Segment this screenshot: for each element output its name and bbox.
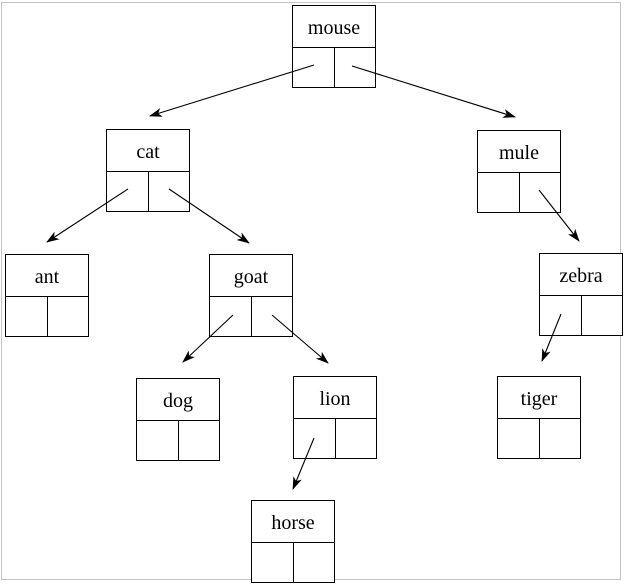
node-pointer-cells — [498, 419, 580, 458]
right-pointer-cell — [294, 543, 335, 582]
node-label: ant — [6, 255, 88, 297]
tree-node-goat: goat — [209, 254, 293, 337]
node-label: goat — [210, 255, 292, 297]
left-pointer-cell — [107, 172, 149, 211]
left-pointer-cell — [293, 48, 335, 87]
node-label: mule — [478, 131, 560, 173]
edge-mouse-right-to-mule — [351, 65, 516, 118]
tree-node-cat: cat — [106, 129, 190, 212]
left-pointer-cell — [478, 173, 520, 212]
node-label: zebra — [540, 254, 622, 296]
left-pointer-cell — [540, 296, 582, 335]
right-pointer-cell — [540, 419, 581, 458]
right-pointer-cell — [520, 173, 561, 212]
node-label: cat — [107, 130, 189, 172]
node-pointer-cells — [478, 173, 560, 212]
node-label: mouse — [293, 6, 375, 48]
tree-node-horse: horse — [251, 500, 335, 583]
tree-node-zebra: zebra — [539, 253, 623, 336]
node-pointer-cells — [540, 296, 622, 335]
node-pointer-cells — [210, 297, 292, 336]
node-label: horse — [252, 501, 334, 543]
left-pointer-cell — [498, 419, 540, 458]
node-pointer-cells — [6, 297, 88, 336]
right-pointer-cell — [582, 296, 623, 335]
tree-node-ant: ant — [5, 254, 89, 337]
right-pointer-cell — [149, 172, 190, 211]
tree-node-tiger: tiger — [497, 376, 581, 459]
right-pointer-cell — [335, 48, 376, 87]
node-pointer-cells — [294, 419, 376, 458]
right-pointer-cell — [48, 297, 89, 336]
right-pointer-cell — [252, 297, 293, 336]
node-label: tiger — [498, 377, 580, 419]
tree-node-mule: mule — [477, 130, 561, 213]
tree-node-mouse: mouse — [292, 5, 376, 88]
left-pointer-cell — [252, 543, 294, 582]
node-pointer-cells — [252, 543, 334, 582]
left-pointer-cell — [137, 421, 179, 460]
node-label: lion — [294, 377, 376, 419]
node-pointer-cells — [137, 421, 219, 460]
node-pointer-cells — [293, 48, 375, 87]
edge-mouse-left-to-cat — [149, 64, 315, 117]
left-pointer-cell — [294, 419, 336, 458]
tree-node-lion: lion — [293, 376, 377, 459]
right-pointer-cell — [336, 419, 377, 458]
left-pointer-cell — [210, 297, 252, 336]
right-pointer-cell — [179, 421, 220, 460]
left-pointer-cell — [6, 297, 48, 336]
tree-node-dog: dog — [136, 378, 220, 461]
node-label: dog — [137, 379, 219, 421]
node-pointer-cells — [107, 172, 189, 211]
